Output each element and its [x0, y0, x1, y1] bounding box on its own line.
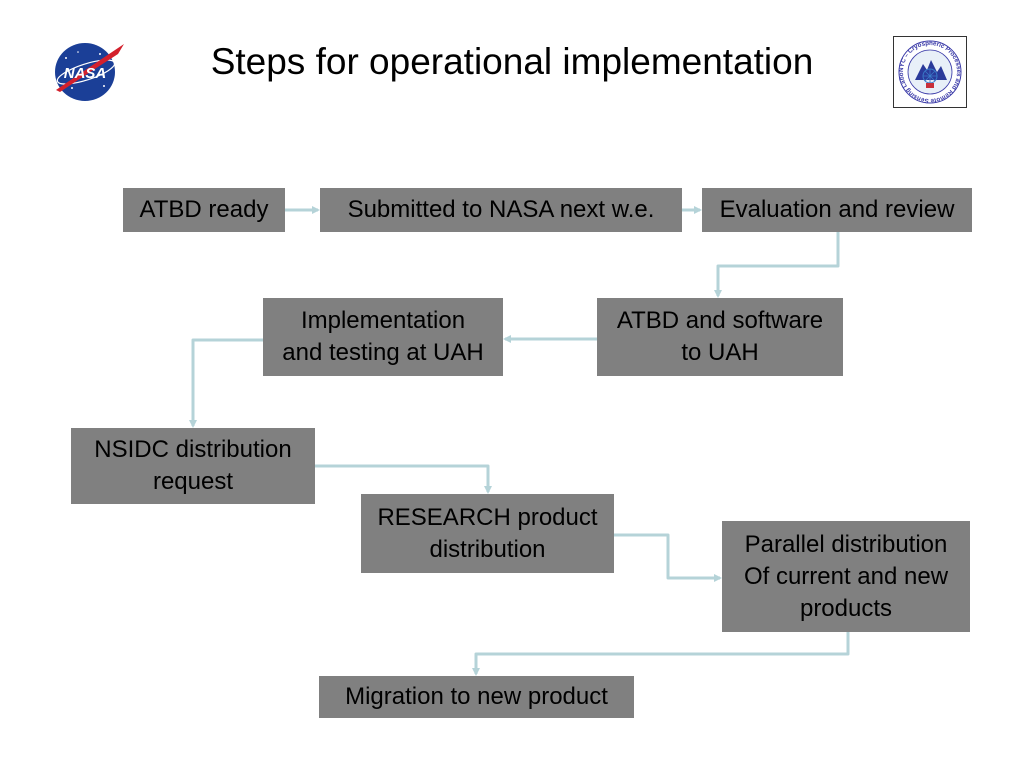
step-label-line: Parallel distribution — [744, 530, 948, 558]
arrow-research-to-parallel — [614, 533, 722, 582]
step-label-line: NSIDC distribution — [94, 436, 292, 463]
step-label-line: ATBD ready — [139, 196, 269, 223]
step-label-line: to UAH — [681, 339, 759, 366]
nasa-logo: NASA — [55, 43, 124, 101]
step-atbd-software-uah: ATBD and software to UAH — [597, 298, 843, 376]
page-title: Steps for operational implementation — [210, 41, 814, 82]
step-research-distribution: RESEARCH product distribution — [361, 494, 614, 573]
step-nsidc-request: NSIDC distribution request — [71, 428, 315, 504]
step-label-line: Submitted to NASA next w.e. — [347, 196, 655, 223]
step-label-line: distribution — [429, 535, 546, 563]
step-label-line: Migration to new product — [345, 683, 608, 710]
arrow-evaluation-to-atbd-software — [714, 232, 840, 298]
step-submitted-to-nasa: Submitted to NASA next w.e. — [320, 188, 682, 232]
step-label-line: Evaluation and review — [719, 196, 955, 223]
lab-seal-logo: NYC – Cryospheric Processes and Remote S… — [893, 36, 967, 108]
step-label-line: ATBD and software — [616, 307, 824, 334]
step-label-line: Of current and new — [743, 562, 949, 590]
step-migration-new-product: Migration to new product — [319, 676, 634, 718]
arrow-implementation-to-nsidc — [189, 338, 265, 428]
arrow-parallel-to-migration — [472, 632, 850, 676]
arrow-nsidc-to-research — [315, 464, 492, 494]
step-parallel-distribution: Parallel distribution Of current and new… — [722, 521, 970, 632]
step-label-line: RESEARCH product — [377, 503, 598, 531]
step-evaluation-review: Evaluation and review — [702, 188, 972, 232]
step-label-line: Implementation — [300, 307, 466, 334]
step-label-line: request — [152, 468, 234, 495]
step-implementation-testing: Implementation and testing at UAH — [263, 298, 503, 376]
nasa-logo-text: NASA — [64, 65, 107, 82]
step-label-line: and testing at UAH — [282, 339, 484, 366]
step-label-line: products — [799, 594, 893, 622]
step-atbd-ready: ATBD ready — [123, 188, 285, 232]
